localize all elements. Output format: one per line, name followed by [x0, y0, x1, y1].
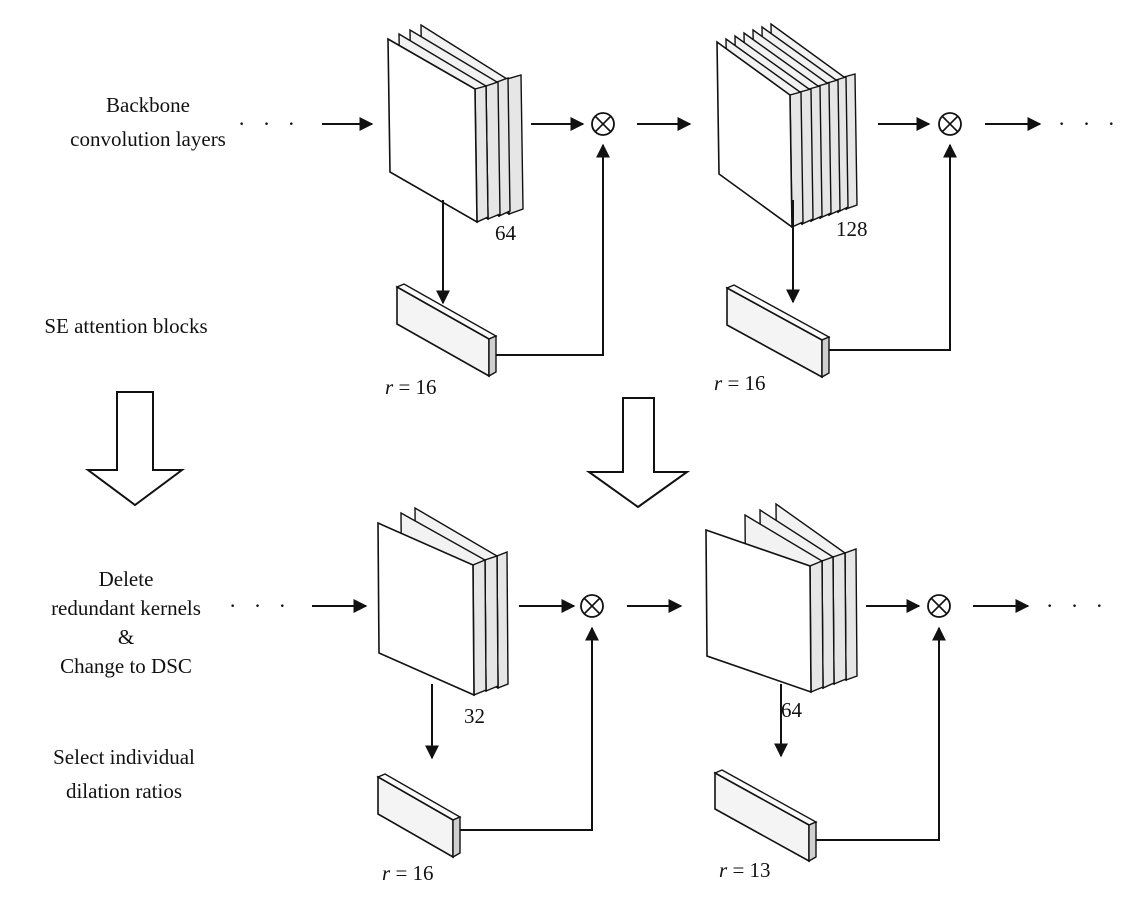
channels-bottom-1: 32	[464, 704, 485, 728]
feature-map-top-1	[387, 23, 524, 224]
multiply-op-top-1	[591, 112, 615, 136]
feature-map-bottom-2	[705, 502, 858, 694]
channels-top-2: 128	[836, 217, 868, 241]
transform-arrow-left	[84, 391, 186, 507]
feature-map-top-2	[716, 22, 858, 229]
arrow-se-bottom-2-to-mul	[816, 626, 946, 841]
ratio-bottom-2: r = 13	[719, 858, 771, 882]
svg-text:r = 16: r = 16	[382, 861, 434, 885]
svg-text:r = 16: r = 16	[714, 371, 766, 395]
se-block-bottom-2	[713, 769, 818, 863]
ellipsis-top-right: · · ·	[1058, 111, 1121, 136]
multiply-op-bottom-2	[927, 594, 951, 618]
label-backbone: Backbone convolution layers	[70, 93, 226, 151]
feature-map-bottom-1	[377, 506, 509, 697]
se-block-top-1	[395, 283, 498, 378]
arrow-se-top-1-to-mul	[496, 143, 610, 356]
ratio-bottom-1: r = 16	[382, 861, 434, 885]
label-delete-kernels: Delete redundant kernels & Change to DSC	[51, 567, 201, 678]
ratio-top-1: r = 16	[385, 375, 437, 399]
svg-text:convolution layers: convolution layers	[70, 127, 226, 151]
se-block-top-2	[725, 284, 831, 379]
svg-text:Backbone: Backbone	[106, 93, 190, 117]
ellipsis-bottom-right: · · ·	[1046, 593, 1109, 618]
multiply-op-top-2	[938, 112, 962, 136]
svg-text:redundant kernels: redundant kernels	[51, 596, 201, 620]
svg-text:r = 13: r = 13	[719, 858, 771, 882]
ellipsis-bottom-left: · · ·	[229, 593, 292, 618]
svg-text:Delete: Delete	[99, 567, 154, 591]
svg-text:dilation ratios: dilation ratios	[66, 779, 182, 803]
multiply-op-bottom-1	[580, 594, 604, 618]
channels-bottom-2: 64	[781, 698, 803, 722]
svg-text:Select individual: Select individual	[53, 745, 195, 769]
label-select-dilation: Select individual dilation ratios	[53, 745, 195, 803]
arrow-se-bottom-1-to-mul	[460, 626, 599, 831]
svg-text:&: &	[118, 625, 134, 649]
se-block-bottom-1	[376, 773, 462, 859]
ratio-top-2: r = 16	[714, 371, 766, 395]
ellipsis-top-left: · · ·	[238, 111, 301, 136]
transform-arrow-center	[585, 397, 691, 509]
arrow-se-top-2-to-mul	[829, 143, 957, 351]
channels-top-1: 64	[495, 221, 517, 245]
label-se-blocks: SE attention blocks	[44, 314, 207, 338]
svg-text:Change to DSC: Change to DSC	[60, 654, 192, 678]
svg-text:r = 16: r = 16	[385, 375, 437, 399]
